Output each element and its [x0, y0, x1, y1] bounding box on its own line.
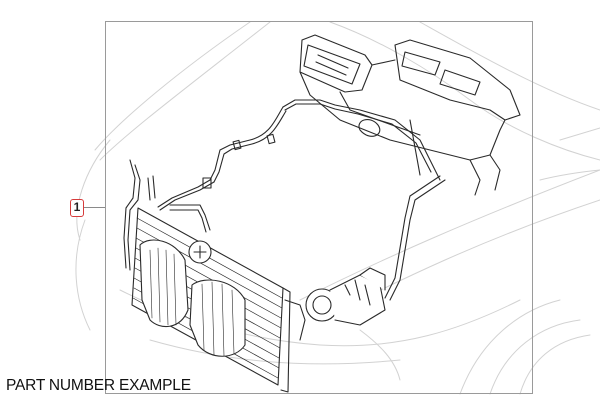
vehicle-body-outline: [75, 21, 600, 395]
compressor: [305, 267, 386, 326]
heater-evaporator-housing: [299, 34, 521, 196]
callout-leader-line: [84, 207, 105, 208]
refrigerant-lines: [123, 99, 446, 301]
callout-1[interactable]: 1: [70, 199, 84, 217]
diagram-frame: [105, 21, 533, 394]
kidney-grille: [139, 239, 246, 357]
diagram-caption: PART NUMBER EXAMPLE: [6, 377, 191, 394]
